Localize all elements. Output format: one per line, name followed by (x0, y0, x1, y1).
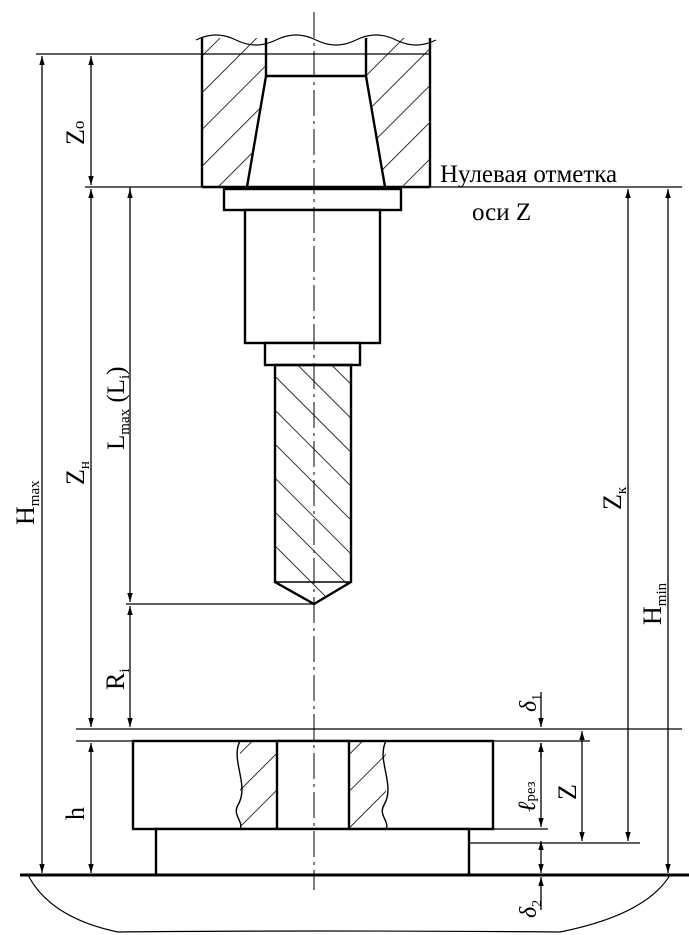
z-o-label: Zo (61, 121, 90, 145)
extension-lines (36, 53, 682, 844)
h-min-label: Hmin (638, 582, 670, 625)
drill-bit (273, 363, 353, 606)
dimension-lines (39, 56, 671, 910)
workpiece (131, 739, 495, 831)
h-max-label: Hmax (11, 480, 43, 525)
l-max-label: Lmax (Li) (103, 367, 133, 450)
h-label: h (61, 807, 90, 820)
z-n-label: Zн (61, 461, 93, 485)
l-rez-label: ℓрез (514, 781, 541, 812)
delta-1-label: δ1 (516, 694, 545, 712)
z-k-label: Zк (598, 486, 630, 510)
zero-mark-sublabel: оси Z (472, 199, 531, 226)
delta-2-label: δ2 (516, 900, 545, 918)
zero-mark-label: Нулевая отметка (440, 161, 617, 188)
tool-holder (202, 185, 430, 367)
z-label: Z (553, 784, 582, 800)
machine-table (20, 873, 689, 933)
r-i-label: Ri (101, 668, 133, 690)
base-support (154, 827, 471, 877)
spindle-holder (195, 34, 437, 188)
